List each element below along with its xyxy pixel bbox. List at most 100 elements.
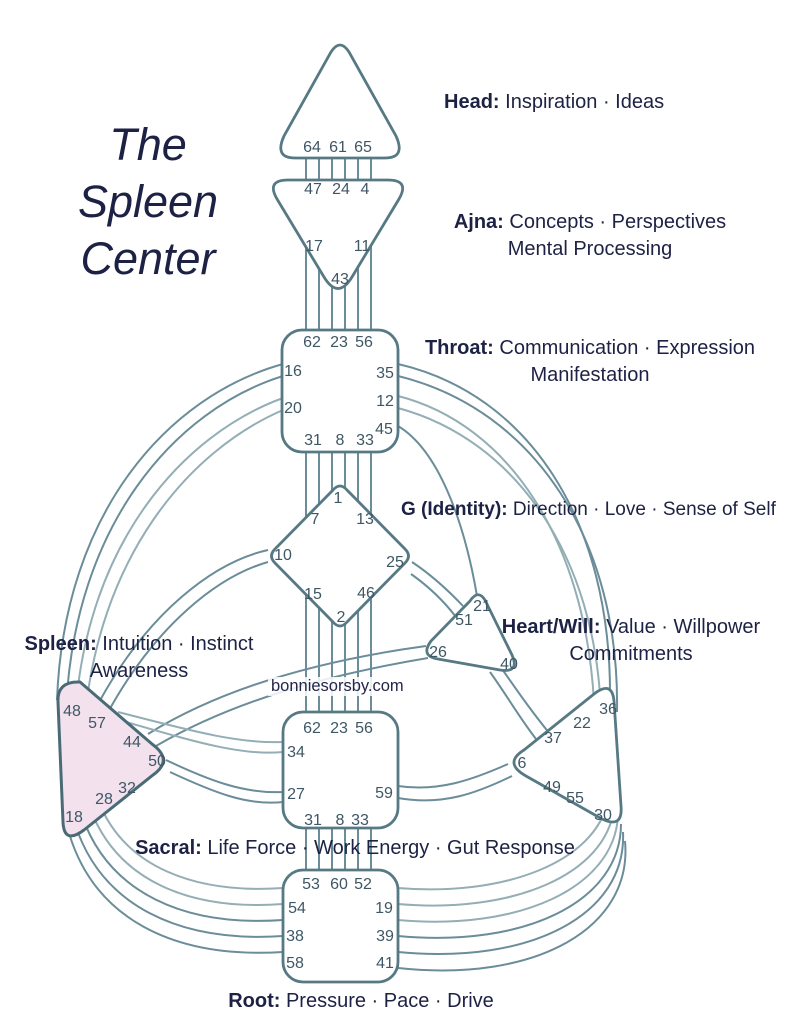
gate-11: 11 (354, 238, 371, 255)
channels-heart-solar (489, 665, 551, 745)
gate-50: 50 (148, 753, 166, 770)
watermark: bonniesorsby.com (268, 677, 407, 696)
gate-56-sacral: 56 (355, 720, 373, 737)
solar-plexus-center-shape (512, 687, 623, 824)
ajna-label-desc: Concepts · Perspectives (503, 211, 727, 233)
channel-line (81, 815, 284, 922)
gate-22: 22 (573, 715, 591, 732)
gate-45: 45 (375, 421, 393, 438)
ajna-center-shape (271, 178, 405, 290)
gate-33-sacral: 33 (351, 812, 369, 829)
head-label-name: Head: (444, 91, 500, 113)
gate-19: 19 (375, 900, 393, 917)
channel-line (411, 561, 464, 607)
gate-17: 17 (305, 238, 323, 255)
title-line: Center (80, 233, 216, 284)
channels-throat-spleen (56, 363, 284, 729)
gate-51: 51 (455, 612, 473, 629)
channel-line (165, 759, 284, 794)
gate-44: 44 (123, 734, 141, 751)
heart-center-shape (425, 593, 516, 672)
gate-53: 53 (302, 876, 320, 893)
channel-line (147, 645, 427, 735)
gate-33: 33 (356, 432, 374, 449)
gate-18: 18 (65, 809, 83, 826)
channel-line (397, 831, 625, 956)
spleen-center-shape (56, 680, 165, 838)
gate-24: 24 (332, 181, 350, 198)
gate-41: 41 (376, 955, 394, 972)
heart-label-line2: Commitments (569, 643, 693, 665)
gate-6: 6 (518, 755, 527, 772)
channel-line (117, 711, 284, 744)
gate-26: 26 (429, 644, 447, 661)
gate-35: 35 (376, 365, 394, 382)
gate-38: 38 (286, 928, 304, 945)
channel-line (499, 665, 551, 735)
page-title: The Spleen Center (38, 116, 258, 287)
gate-8: 8 (336, 432, 345, 449)
heart-label-line1: Heart/Will: Value · Willpower (488, 614, 774, 641)
channel-line (397, 407, 602, 715)
channel-line (397, 815, 619, 923)
gate-46: 46 (357, 585, 375, 602)
gate-16: 16 (284, 363, 302, 380)
gate-21: 21 (473, 598, 491, 615)
channel-line (397, 395, 595, 703)
channel-line (83, 409, 284, 729)
gate-48: 48 (63, 703, 81, 720)
heart-label-name: Heart/Will: (501, 616, 601, 638)
channel-line (397, 799, 609, 891)
gate-numbers: 64 61 65 47 24 4 17 11 43 62 23 56 16 35… (63, 139, 617, 972)
gate-62: 62 (303, 334, 321, 351)
sacral-label: Sacral: Life Force · Work Energy · Gut R… (120, 835, 590, 862)
channel-line (65, 375, 284, 711)
gate-30: 30 (594, 807, 612, 824)
g-label-desc: Direction · Love · Sense of Self (507, 499, 776, 520)
gate-2: 2 (337, 609, 346, 626)
gate-59: 59 (375, 785, 393, 802)
throat-label: Throat: Communication · Expression Manif… (406, 335, 774, 389)
gate-32: 32 (118, 780, 136, 797)
ajna-label-line1: Ajna: Concepts · Perspectives (440, 209, 740, 236)
gate-58: 58 (286, 955, 304, 972)
channels-sacral-solar (397, 763, 513, 802)
channel-line (125, 721, 284, 754)
gate-43: 43 (331, 271, 349, 288)
channel-line (397, 375, 619, 713)
channel-line (397, 363, 612, 701)
channel-line (397, 840, 627, 972)
head-label: Head: Inspiration · Ideas (444, 89, 664, 116)
heart-label-desc: Value · Willpower (600, 616, 761, 638)
channels-root-spleen (68, 799, 284, 954)
gate-37: 37 (544, 730, 562, 747)
gate-40: 40 (500, 656, 518, 673)
channels-spleen-sacral (117, 711, 284, 804)
g-center-shape (270, 484, 410, 628)
gate-25: 25 (386, 554, 404, 571)
gate-8-sacral: 8 (336, 812, 345, 829)
heart-label: Heart/Will: Value · Willpower Commitment… (488, 614, 774, 668)
spleen-label: Spleen: Intuition · Instinct Awareness (8, 631, 270, 685)
gate-23: 23 (330, 334, 348, 351)
root-label-name: Root: (228, 990, 281, 1012)
gate-1: 1 (334, 490, 343, 507)
channel-line (169, 771, 284, 804)
channel-line (397, 775, 513, 802)
gate-57: 57 (88, 715, 106, 732)
gate-31-sacral: 31 (304, 812, 322, 829)
gate-61: 61 (329, 139, 347, 156)
channel-line (68, 832, 284, 954)
gate-10: 10 (274, 547, 292, 564)
gate-36: 36 (599, 701, 617, 718)
spleen-label-line1: Spleen: Intuition · Instinct (8, 631, 270, 658)
title-line: The (109, 119, 187, 170)
gate-20: 20 (284, 400, 302, 417)
gate-54: 54 (288, 900, 306, 917)
channels-root-solar (397, 799, 627, 972)
ajna-label: Ajna: Concepts · Perspectives Mental Pro… (440, 209, 740, 263)
root-label: Root: Pressure · Pace · Drive (213, 988, 509, 1015)
root-label-desc: Pressure · Pace · Drive (280, 990, 494, 1012)
ajna-label-line2: Mental Processing (507, 238, 673, 260)
